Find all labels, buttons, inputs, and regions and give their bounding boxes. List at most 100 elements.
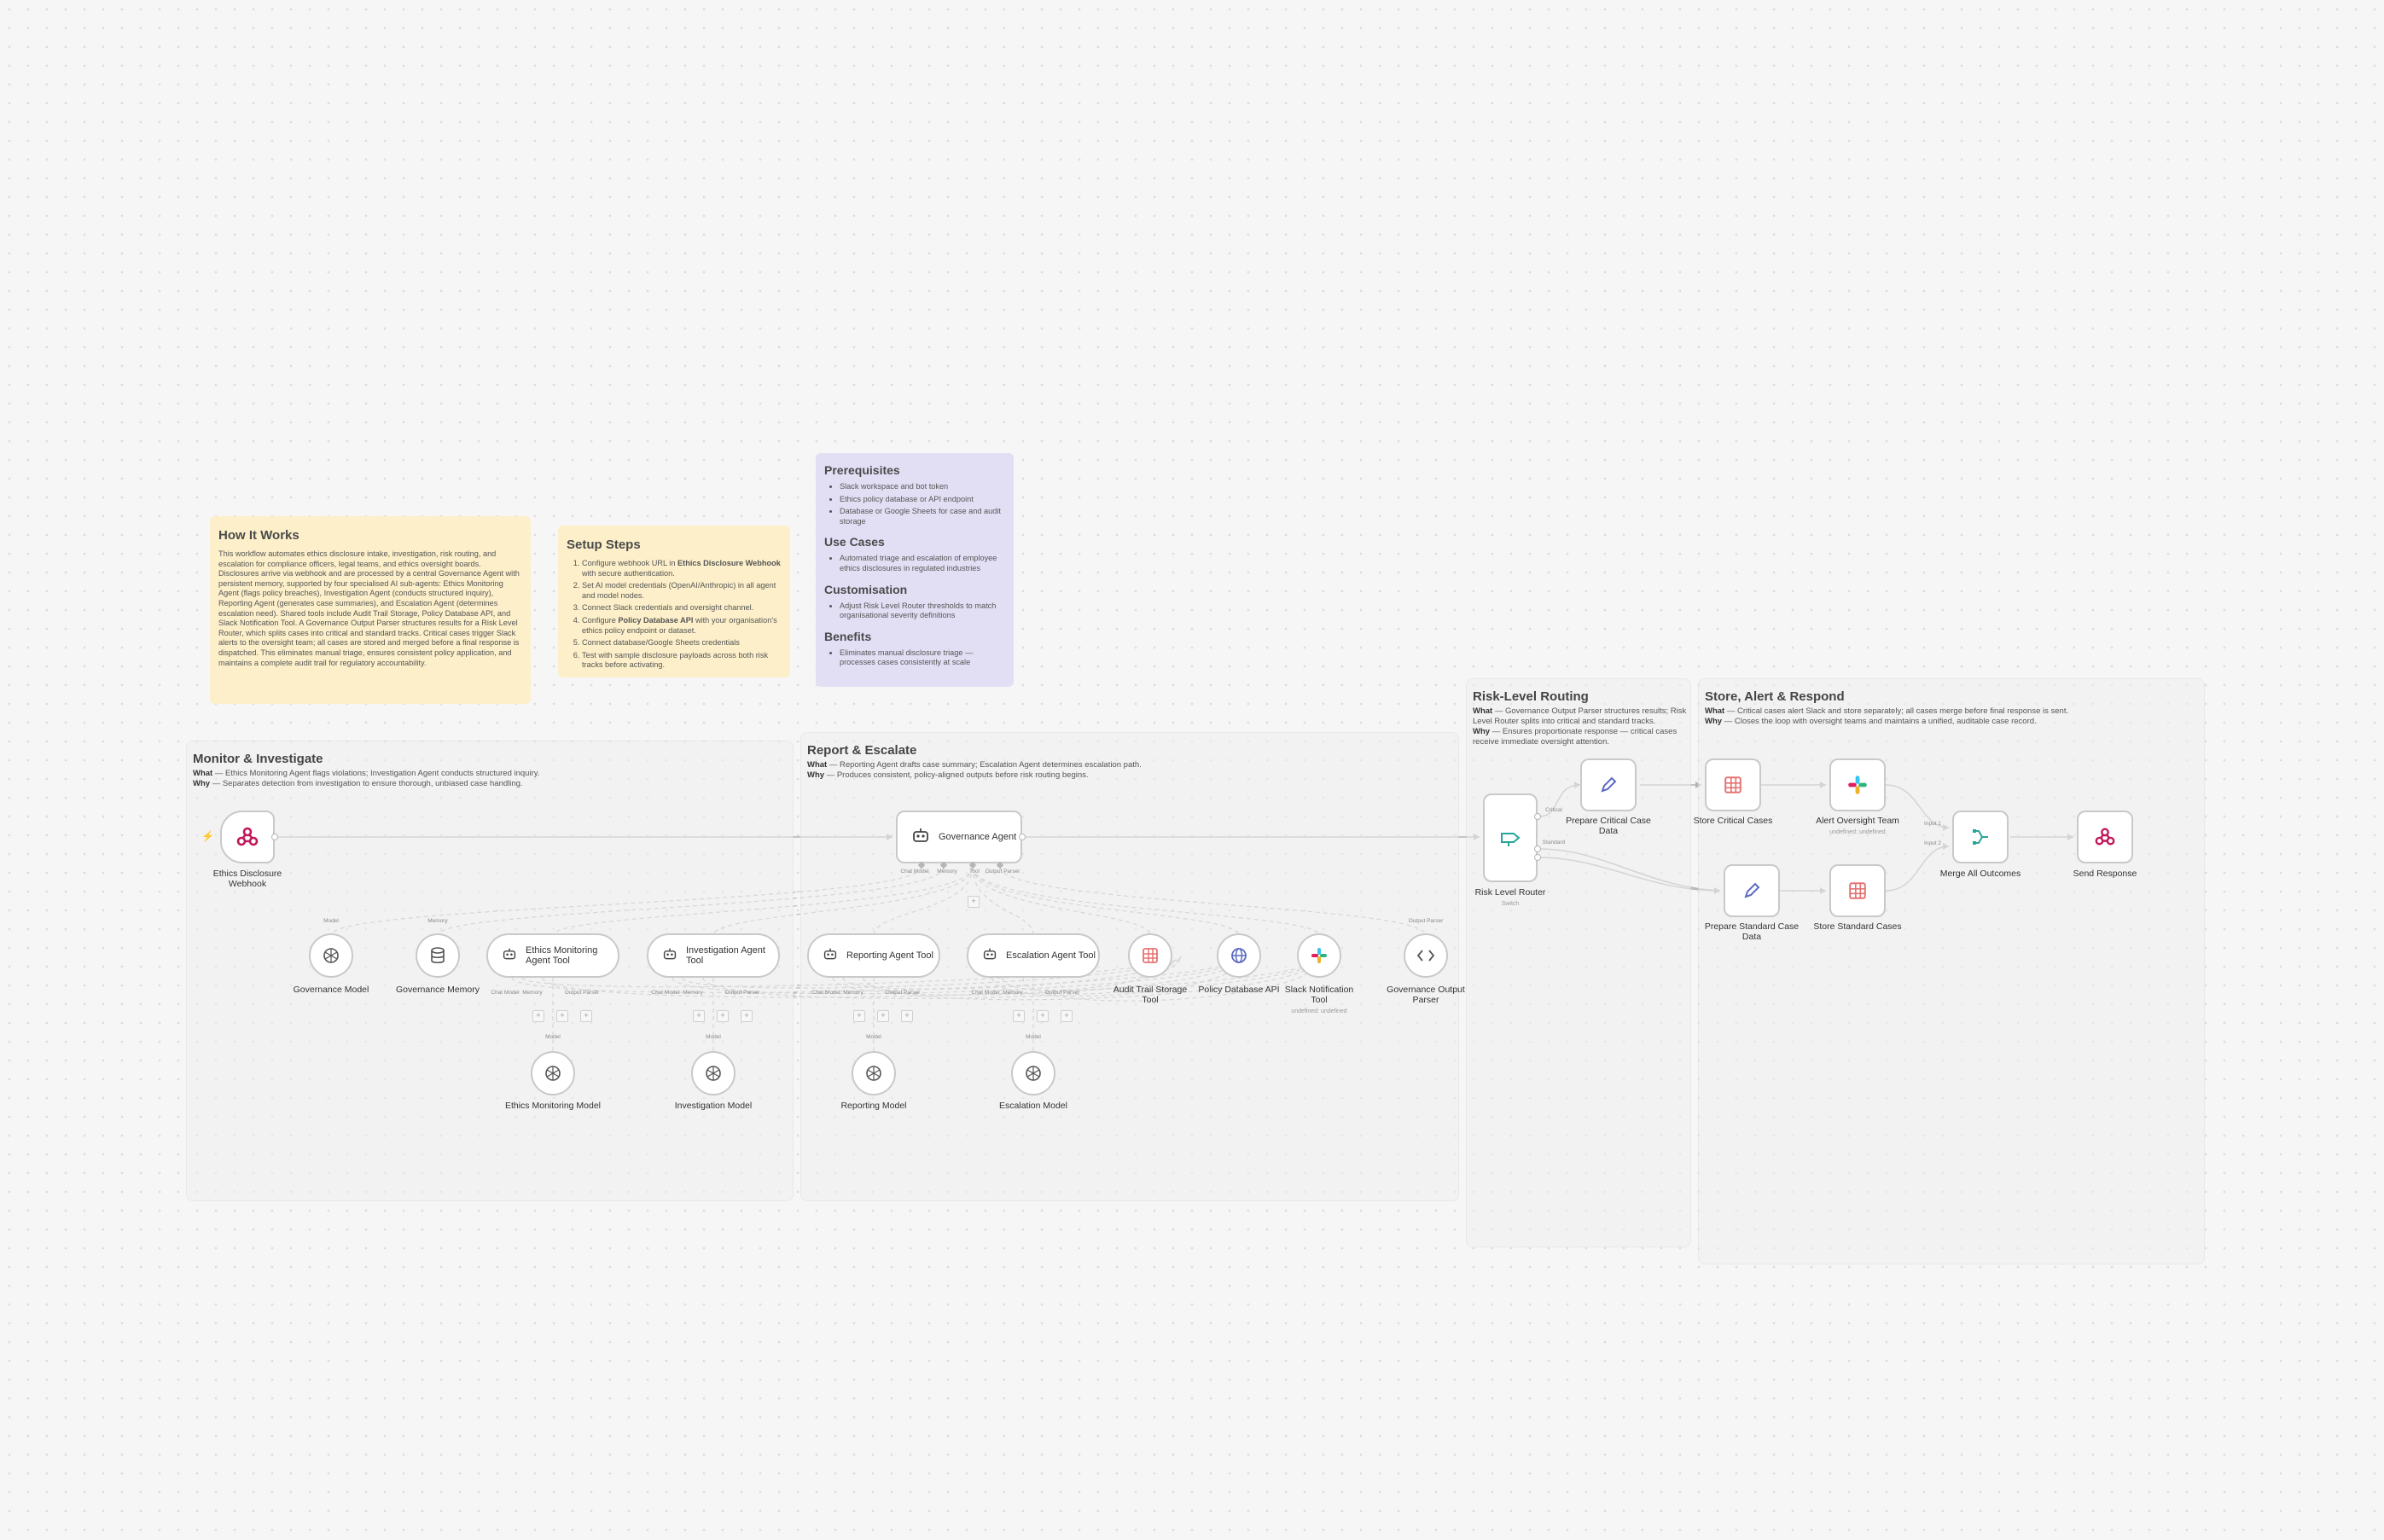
node-label: Alert Oversight Team (1816, 816, 1899, 826)
sticky-subtitle: Benefits (824, 629, 872, 643)
node-label: Policy Database API (1198, 985, 1280, 995)
node-alert-oversight-team[interactable] (1829, 758, 1886, 811)
group-store-alert-respond: Store, Alert & Respond What — Critical c… (1698, 678, 2205, 1264)
node-governance-agent[interactable]: Governance Agent (896, 811, 1022, 863)
node-risk-level-router[interactable] (1483, 793, 1538, 882)
add-subnode-button[interactable]: + (877, 1010, 889, 1022)
sticky-title: Setup Steps (567, 538, 641, 552)
add-subnode-button[interactable]: + (1061, 1010, 1073, 1022)
add-subnode-button[interactable]: + (1013, 1010, 1025, 1022)
add-subnode-button[interactable]: + (741, 1010, 753, 1022)
node-send-response[interactable] (2077, 811, 2133, 863)
output-handle[interactable] (1534, 846, 1541, 852)
node-prepare-standard-case-data[interactable] (1724, 864, 1780, 917)
setup-steps-list: Configure webhook URL in Ethics Disclosu… (567, 559, 782, 671)
output-handle[interactable] (1534, 813, 1541, 820)
slack-icon (1848, 776, 1867, 794)
add-subnode-button[interactable]: + (580, 1010, 592, 1022)
trigger-bolt-icon: ⚡ (201, 830, 214, 842)
node-label: Reporting Agent Tool (846, 950, 933, 961)
output-handle[interactable] (1019, 834, 1026, 840)
node-label: Governance Model (293, 985, 369, 995)
add-subnode-button[interactable]: + (901, 1010, 913, 1022)
node-label: Slack Notification Tool (1284, 985, 1354, 1005)
add-subnode-button[interactable]: + (532, 1010, 544, 1022)
group-risk-level-routing: Risk-Level Routing What — Governance Out… (1466, 678, 1691, 1247)
node-label: Governance Output Parser (1387, 985, 1465, 1005)
webhook-icon (2095, 828, 2115, 846)
sticky-how-it-works[interactable]: How It Works This workflow automates eth… (210, 516, 531, 704)
node-policy-database-api[interactable] (1217, 933, 1261, 978)
sticky-title: How It Works (218, 528, 299, 543)
node-investigation-model[interactable] (691, 1051, 736, 1095)
list-item: Adjust Risk Level Router thresholds to m… (840, 601, 1005, 621)
node-label: Prepare Standard Case Data (1704, 921, 1800, 942)
node-investigation-agent-tool[interactable]: Investigation Agent Tool (647, 933, 780, 978)
node-ethics-monitoring-agent-tool[interactable]: Ethics Monitoring Agent Tool (486, 933, 619, 978)
node-store-standard-cases[interactable] (1829, 864, 1886, 917)
node-label: Ethics Monitoring Model (504, 1101, 602, 1111)
node-reporting-model[interactable] (852, 1051, 896, 1095)
node-governance-model[interactable] (309, 933, 353, 978)
router-icon (1501, 833, 1521, 846)
node-label: Escalation Model (999, 1101, 1067, 1111)
node-merge-all-outcomes[interactable] (1952, 811, 2009, 863)
robot-icon (982, 947, 997, 965)
table-icon (1849, 882, 1866, 899)
node-label: Escalation Agent Tool (1006, 950, 1096, 961)
openai-icon (1026, 1066, 1041, 1081)
group-report-escalate: Report & Escalate What — Reporting Agent… (800, 732, 1459, 1201)
add-tool-button[interactable]: + (968, 896, 980, 908)
add-subnode-button[interactable]: + (556, 1010, 568, 1022)
node-ethics-monitoring-model[interactable] (531, 1051, 575, 1095)
merge-icon (1973, 829, 1988, 845)
robot-icon (662, 947, 677, 965)
setup-step: Connect Slack credentials and oversight … (582, 603, 782, 613)
group-title: Monitor & Investigate (193, 752, 323, 766)
robot-icon (911, 827, 930, 848)
robot-icon (823, 947, 838, 965)
add-subnode-button[interactable]: + (717, 1010, 729, 1022)
node-audit-trail-storage-tool[interactable] (1128, 933, 1172, 978)
sticky-subtitle: Use Cases (824, 535, 885, 549)
node-label: Governance Memory (395, 985, 480, 995)
group-title: Risk-Level Routing (1473, 689, 1589, 704)
node-label: Investigation Agent Tool (686, 945, 765, 966)
node-ethics-disclosure-webhook[interactable] (220, 811, 275, 863)
node-label: Risk Level Router (1474, 887, 1546, 898)
list-item: Slack workspace and bot token (840, 482, 1005, 492)
node-reporting-agent-tool[interactable]: Reporting Agent Tool (807, 933, 940, 978)
table-icon (1724, 776, 1741, 793)
slack-icon (1311, 948, 1327, 963)
add-subnode-button[interactable]: + (693, 1010, 705, 1022)
node-escalation-agent-tool[interactable]: Escalation Agent Tool (967, 933, 1100, 978)
list-item: Automated triage and escalation of emplo… (840, 554, 1005, 573)
sticky-prerequisites[interactable]: Prerequisites Slack workspace and bot to… (816, 453, 1014, 687)
node-slack-notification-tool[interactable] (1297, 933, 1341, 978)
setup-step: Connect database/Google Sheets credentia… (582, 638, 782, 648)
node-store-critical-cases[interactable] (1705, 758, 1761, 811)
openai-icon (706, 1066, 721, 1081)
node-governance-output-parser[interactable] (1404, 933, 1448, 978)
sticky-title: Prerequisites (824, 463, 900, 477)
webhook-icon (236, 827, 259, 846)
node-label: Merge All Outcomes (1939, 869, 2021, 879)
node-label: Ethics Disclosure Webhook (212, 869, 282, 889)
globe-icon (1231, 948, 1247, 963)
database-icon (431, 947, 445, 964)
list-item: Database or Google Sheets for case and a… (840, 507, 1005, 526)
node-label: Send Response (2073, 869, 2137, 879)
node-label: Ethics Monitoring Agent Tool (526, 945, 598, 966)
pencil-icon (1744, 882, 1760, 898)
add-subnode-button[interactable]: + (853, 1010, 865, 1022)
sticky-body: This workflow automates ethics disclosur… (218, 549, 520, 667)
output-handle[interactable] (271, 834, 278, 840)
openai-icon (545, 1066, 561, 1081)
sticky-setup-steps[interactable]: Setup Steps Configure webhook URL in Eth… (558, 526, 790, 677)
node-governance-memory[interactable] (416, 933, 460, 978)
robot-icon (502, 947, 517, 965)
node-prepare-critical-case-data[interactable] (1580, 758, 1637, 811)
node-escalation-model[interactable] (1011, 1051, 1055, 1095)
output-handle[interactable] (1534, 854, 1541, 861)
add-subnode-button[interactable]: + (1037, 1010, 1049, 1022)
